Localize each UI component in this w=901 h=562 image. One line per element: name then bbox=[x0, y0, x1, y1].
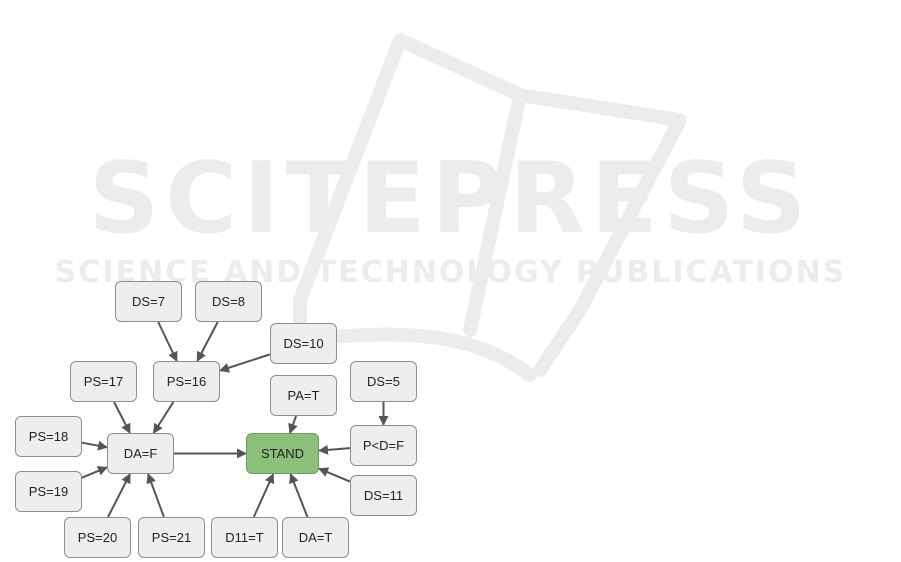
node-ds-7: DS=7 bbox=[115, 281, 182, 322]
edge-ps20-to-da_f bbox=[108, 474, 130, 517]
edge-da_t-to-stand bbox=[291, 474, 308, 517]
edge-ps16-to-da_f bbox=[154, 402, 174, 433]
edge-ds8-to-ps16 bbox=[197, 322, 217, 361]
edge-ds10-to-ps16 bbox=[220, 354, 270, 370]
node-ps-16: PS=16 bbox=[153, 361, 220, 402]
edge-ps18-to-da_f bbox=[82, 443, 107, 448]
edge-ds7-to-ps16 bbox=[158, 322, 177, 361]
node-ds-5: DS=5 bbox=[350, 361, 417, 402]
node-da-f: DA=F bbox=[107, 433, 174, 474]
node-ps-19: PS=19 bbox=[15, 471, 82, 512]
node-stand: STAND bbox=[246, 433, 319, 474]
node-ps-21: PS=21 bbox=[138, 517, 205, 558]
node-ds-11: DS=11 bbox=[350, 475, 417, 516]
edge-d11_t-to-stand bbox=[254, 474, 273, 517]
node-ds-8: DS=8 bbox=[195, 281, 262, 322]
node-pa-t: PA=T bbox=[270, 375, 337, 416]
node-p-lt-d-f: P<D=F bbox=[350, 425, 417, 466]
edge-ps19-to-da_f bbox=[82, 467, 107, 477]
node-d11-t: D11=T bbox=[211, 517, 278, 558]
node-da-t: DA=T bbox=[282, 517, 349, 558]
node-ps-17: PS=17 bbox=[70, 361, 137, 402]
node-ds-10: DS=10 bbox=[270, 323, 337, 364]
edge-p_lt_d_f-to-stand bbox=[319, 448, 350, 450]
edge-pa_t-to-stand bbox=[290, 416, 296, 433]
node-ps-20: PS=20 bbox=[64, 517, 131, 558]
edge-ds11-to-stand bbox=[319, 469, 350, 482]
node-ps-18: PS=18 bbox=[15, 416, 82, 457]
edge-ps17-to-da_f bbox=[114, 402, 130, 433]
edge-ps21-to-da_f bbox=[148, 474, 164, 517]
